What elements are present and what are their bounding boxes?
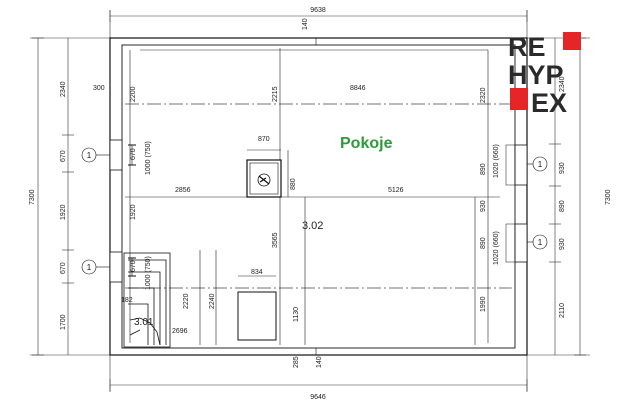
dim-890a: 890 bbox=[480, 163, 487, 175]
dim-2220: 2220 bbox=[183, 293, 190, 309]
dim-1000-750b: 1000 (750) bbox=[145, 256, 152, 290]
dim-right-930a: 930 bbox=[559, 162, 566, 174]
dim-1020-660b: 1020 (660) bbox=[493, 231, 500, 265]
dim-300: 300 bbox=[93, 85, 105, 92]
dim-1130: 1130 bbox=[293, 307, 300, 322]
logo-line3: EX bbox=[531, 88, 567, 118]
dim-right-890: 890 bbox=[559, 200, 566, 212]
dim-890b: 890 bbox=[480, 237, 487, 249]
dim-bottom-140: 140 bbox=[316, 356, 323, 368]
dim-right-2110: 2110 bbox=[559, 303, 566, 318]
skylight-opening bbox=[237, 291, 277, 341]
dim-2696: 2696 bbox=[172, 328, 188, 335]
room-label: Pokoje bbox=[340, 135, 393, 152]
dim-right-2340: 2340 bbox=[559, 76, 566, 92]
dim-8846: 8846 bbox=[350, 85, 366, 92]
dim-left-670b: 670 bbox=[60, 262, 67, 274]
dim-left-2340: 2340 bbox=[60, 81, 67, 97]
window-marker-right-upper bbox=[532, 156, 548, 172]
dim-870: 870 bbox=[258, 136, 270, 143]
dim-930-inner: 930 bbox=[480, 200, 487, 212]
dim-2240: 2240 bbox=[209, 293, 216, 309]
window-marker-label: 1 bbox=[538, 160, 543, 169]
dim-left-1700: 1700 bbox=[60, 314, 67, 330]
dim-right-930b: 930 bbox=[559, 238, 566, 250]
window-marker-right-lower bbox=[532, 234, 548, 250]
dim-left-670a: 670 bbox=[60, 150, 67, 162]
window-right-upper bbox=[505, 144, 528, 186]
window-marker-label: 1 bbox=[87, 263, 92, 272]
stair-room-number: 3.01 bbox=[134, 317, 154, 328]
dim-1920-inner: 1920 bbox=[130, 204, 137, 220]
dim-bottom-total: 9646 bbox=[310, 394, 326, 401]
window-marker-label: 1 bbox=[538, 238, 543, 247]
dim-834: 834 bbox=[251, 269, 263, 276]
dim-1990: 1990 bbox=[480, 296, 487, 312]
dim-top-total: 9638 bbox=[310, 7, 326, 14]
window-marker-left-lower bbox=[81, 259, 97, 275]
staircase bbox=[123, 252, 171, 348]
logo-line1: RE bbox=[508, 32, 546, 62]
window-left-lower bbox=[109, 251, 136, 283]
window-marker-label: 1 bbox=[87, 151, 92, 160]
dim-2200: 2200 bbox=[130, 86, 137, 102]
dim-670b-inner: 670 bbox=[130, 260, 137, 272]
chimney bbox=[246, 149, 282, 198]
dim-right-total: 7300 bbox=[605, 189, 612, 205]
window-marker-left-upper bbox=[81, 147, 97, 163]
dim-2320: 2320 bbox=[480, 87, 487, 103]
company-logo: RE HYP EX bbox=[508, 32, 581, 118]
dim-3565: 3565 bbox=[272, 232, 279, 248]
dim-1000-750a: 1000 (750) bbox=[145, 141, 152, 175]
dim-2215: 2215 bbox=[272, 86, 279, 102]
dim-182: 182 bbox=[121, 297, 133, 304]
dim-1020-660a: 1020 (660) bbox=[493, 144, 500, 178]
dim-left-1920: 1920 bbox=[60, 204, 67, 220]
dim-bottom-285: 285 bbox=[293, 356, 300, 368]
dim-670a-inner: 670 bbox=[130, 148, 137, 160]
dim-left-total: 7300 bbox=[29, 189, 36, 205]
dim-top-140: 140 bbox=[302, 18, 309, 30]
dim-880: 880 bbox=[290, 178, 297, 190]
dim-5126: 5126 bbox=[388, 187, 404, 194]
room-number: 3.02 bbox=[302, 220, 323, 232]
window-right-lower bbox=[505, 223, 528, 263]
logo-line2: HYP bbox=[508, 60, 564, 90]
dim-2856: 2856 bbox=[175, 187, 191, 194]
